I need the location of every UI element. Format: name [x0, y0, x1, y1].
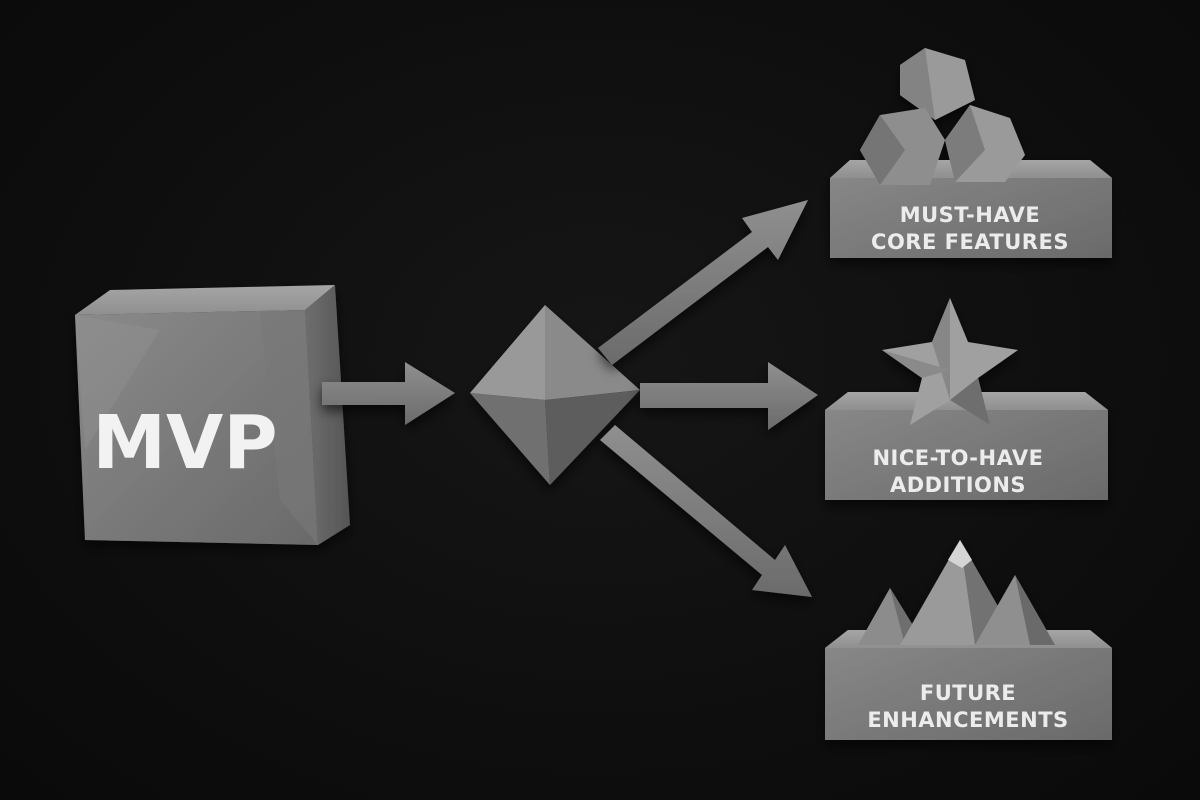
pedestal-must-have: MUST-HAVE CORE FEATURES — [830, 48, 1112, 258]
rocks-icon — [860, 48, 1025, 185]
hub-diamond — [470, 305, 640, 485]
arrow-hub-to-nice-to-have — [640, 362, 818, 430]
star-icon — [882, 298, 1018, 425]
arrow-hub-to-future — [600, 425, 812, 597]
pedestal-nice-to-have: NICE-TO-HAVE ADDITIONS — [825, 298, 1108, 500]
nice-to-have-line2: ADDITIONS — [890, 473, 1026, 497]
mvp-label: MVP — [92, 400, 277, 486]
must-have-line1: MUST-HAVE — [900, 203, 1041, 227]
future-line2: ENHANCEMENTS — [867, 708, 1068, 732]
mvp-cube: MVP — [75, 285, 350, 545]
arrow-hub-to-must-have — [598, 200, 808, 365]
must-have-line2: CORE FEATURES — [871, 230, 1069, 254]
nice-to-have-line1: NICE-TO-HAVE — [872, 446, 1043, 470]
mountains-icon — [858, 540, 1055, 645]
arrow-mvp-to-hub — [322, 362, 455, 425]
future-line1: FUTURE — [920, 681, 1016, 705]
pedestal-future: FUTURE ENHANCEMENTS — [825, 540, 1112, 740]
